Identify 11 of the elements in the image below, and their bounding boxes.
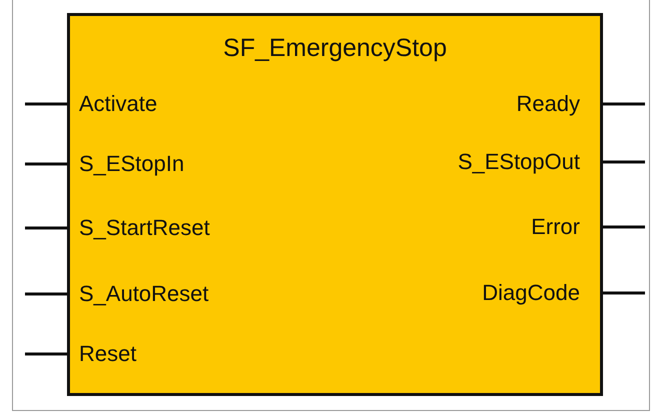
function-block [67, 13, 603, 396]
output-pin-label: Ready [516, 91, 600, 117]
input-pin-label: Reset [70, 341, 136, 367]
input-pin-label: S_EStopIn [70, 151, 184, 177]
output-pin-label: Error [531, 214, 600, 240]
output-pin-label: DiagCode [482, 280, 600, 306]
input-pin-label: Activate [70, 91, 158, 117]
input-pin-label: S_StartReset [70, 215, 210, 241]
block-title: SF_EmergencyStop [222, 34, 448, 63]
output-pin-label: S_EStopOut [458, 149, 600, 175]
input-pin-label: S_AutoReset [70, 281, 209, 307]
